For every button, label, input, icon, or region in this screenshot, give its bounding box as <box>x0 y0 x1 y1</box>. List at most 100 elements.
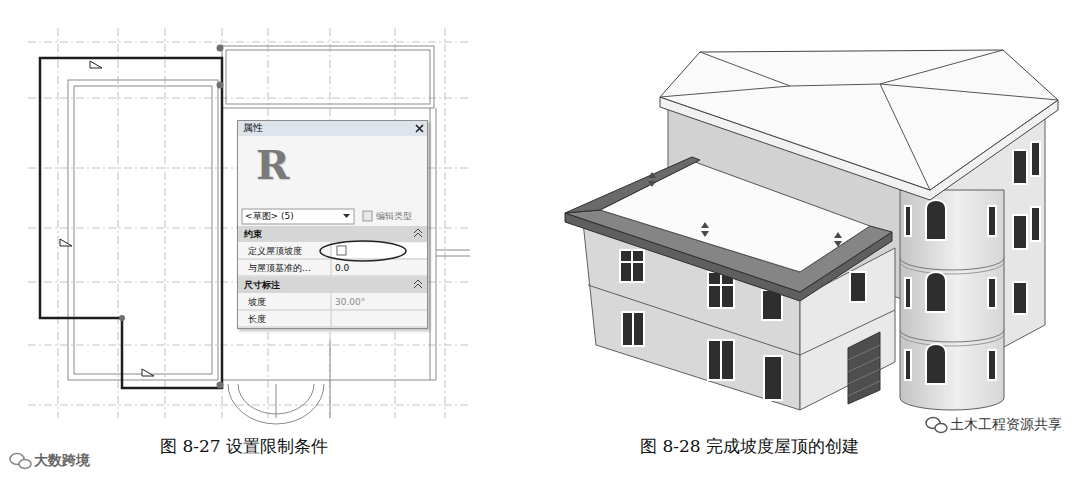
grid-line <box>58 28 59 418</box>
edit-type-button: 编辑类型 <box>376 211 412 222</box>
wall-line <box>436 256 470 257</box>
collapse-chevron <box>414 280 422 288</box>
window <box>988 206 996 236</box>
flat-roof-top <box>600 162 870 272</box>
grid-line <box>28 345 470 346</box>
window <box>762 290 782 320</box>
door-rib <box>848 381 880 396</box>
slope-arrow <box>142 369 154 376</box>
wall-line <box>222 380 436 381</box>
column-line <box>331 242 332 276</box>
garage-door-panel <box>848 332 880 404</box>
floor-band <box>900 258 1004 270</box>
round-tower <box>900 190 1004 410</box>
floor-line <box>588 285 800 355</box>
floor-band <box>900 334 1004 346</box>
dropdown-box <box>242 209 354 224</box>
floor-band <box>900 262 1004 274</box>
group-band <box>238 277 427 293</box>
window-mullion <box>632 312 634 346</box>
window <box>622 312 644 346</box>
roof-sketch <box>40 58 222 388</box>
window <box>850 272 866 302</box>
wall-outline <box>226 50 430 104</box>
group-band <box>238 226 427 242</box>
group-header: 约束 <box>244 229 262 240</box>
house-3d <box>565 50 1058 410</box>
grid-line <box>28 98 470 99</box>
grip-dot <box>217 382 224 389</box>
shape-grips <box>648 172 842 247</box>
row-line <box>238 276 427 277</box>
hip-line <box>880 84 930 190</box>
collapse-chevron <box>414 229 422 237</box>
grip-arrow <box>834 232 842 247</box>
garage-door <box>848 332 880 404</box>
slope-arrow <box>60 239 72 246</box>
floor-band <box>900 330 1004 342</box>
arched-window <box>926 200 946 240</box>
window <box>905 278 911 308</box>
window <box>620 250 644 282</box>
hip-line <box>880 84 1058 100</box>
grip-arrow <box>701 222 709 237</box>
ridge-line <box>790 84 880 86</box>
wall-line <box>436 108 437 380</box>
arched-window <box>926 272 946 312</box>
window-mullion <box>620 261 644 263</box>
properties-panel: 属性R<草图> (5)编辑类型约束定义屋顶坡度与屋顶基准的...0.0尺寸标注坡… <box>237 120 428 329</box>
roof-boundary-line <box>40 58 222 388</box>
value-field <box>332 243 427 258</box>
hip-roof <box>660 50 1058 190</box>
type-selector: <草图> (5) <box>245 211 294 222</box>
group-header: 尺寸标注 <box>244 280 280 291</box>
column-line <box>331 293 332 327</box>
door-rib <box>848 345 880 360</box>
window <box>1031 142 1040 176</box>
checkbox <box>337 246 346 255</box>
title-bar <box>238 121 427 136</box>
watermark: 大数跨境 <box>34 452 90 469</box>
stair-arc <box>228 384 324 424</box>
grip-arrow <box>648 172 656 187</box>
property-name: 定义屋顶坡度 <box>248 246 302 257</box>
property-name: 长度 <box>248 314 266 325</box>
plan-walls <box>68 46 470 424</box>
window <box>708 340 734 380</box>
wall-line <box>276 384 277 418</box>
window-mullion <box>720 340 722 380</box>
property-name: 与屋顶基准的... <box>248 263 311 274</box>
plan-grid <box>28 28 470 418</box>
wall-line <box>436 250 470 251</box>
watermark-icon <box>10 454 31 469</box>
window <box>905 350 911 380</box>
highlight-circle <box>320 241 406 261</box>
sketch-grips <box>119 45 224 389</box>
window <box>1013 215 1027 249</box>
grip-dot <box>119 315 125 321</box>
wall-outline <box>74 86 212 374</box>
window <box>1013 282 1027 314</box>
window <box>1031 207 1040 241</box>
window <box>905 206 911 236</box>
chat-bubble <box>19 460 31 469</box>
grip-dot <box>217 82 224 89</box>
arched-window <box>926 344 946 384</box>
window <box>988 278 996 308</box>
wall-outline <box>68 80 218 380</box>
figure-caption: 图 8-27 设置限制条件 <box>160 436 328 456</box>
window-group <box>905 200 996 384</box>
watermark-icon <box>926 418 947 433</box>
door-rib <box>848 357 880 372</box>
close-icon <box>416 125 423 132</box>
grid-line <box>445 28 446 418</box>
wall-line <box>330 340 331 418</box>
property-name: 坡度 <box>248 297 266 308</box>
roof-hips <box>660 50 1058 190</box>
window-mullion <box>720 272 722 308</box>
app-logo: R <box>256 141 289 189</box>
edit-type-icon <box>363 211 372 221</box>
window-mullion <box>708 284 734 286</box>
